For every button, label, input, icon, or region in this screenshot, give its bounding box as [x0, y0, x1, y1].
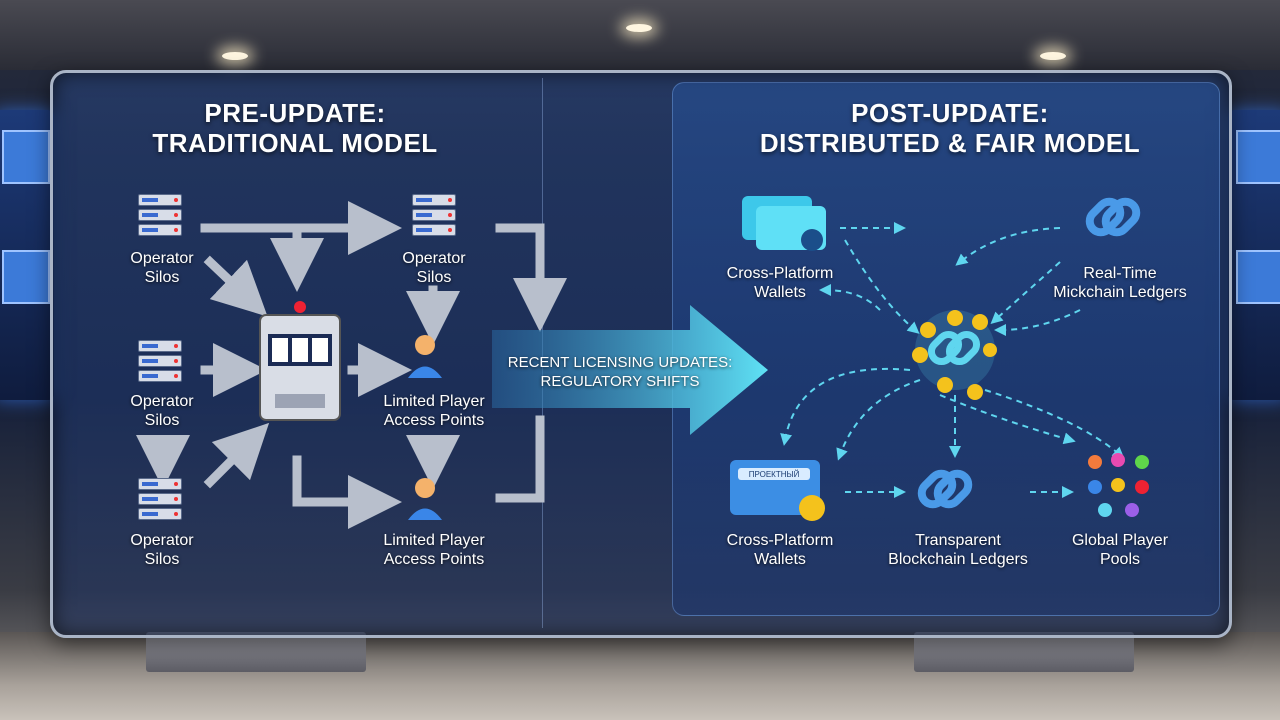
server-icon: [138, 478, 188, 523]
arrow: [203, 422, 270, 489]
display-stand: [146, 632, 366, 672]
arrow: [203, 255, 268, 317]
pre-update-title: PRE-UPDATE:TRADITIONAL MODEL: [152, 98, 438, 158]
chain-icon: [917, 469, 973, 509]
background-slot-machine: [0, 110, 54, 400]
post-update-title: POST-UPDATE:DISTRIBUTED & FAIR MODEL: [759, 98, 1141, 158]
post-update-pane: [672, 82, 1220, 616]
arrow: [292, 455, 402, 529]
ceiling-light: [626, 24, 652, 32]
server-icon: [138, 194, 188, 239]
ceiling-light: [222, 52, 248, 60]
player-icon: [408, 478, 442, 520]
card-text: ПРОЕКТНЫЙ: [748, 470, 800, 479]
traditional-arrows: [136, 201, 567, 529]
player-icon: [408, 335, 442, 378]
background-slot-machine: [1228, 110, 1280, 400]
player-pool-icon: [1088, 453, 1149, 517]
blockchain-hub: [912, 310, 997, 400]
ceiling: [0, 0, 1280, 70]
arrow: [495, 223, 567, 332]
ceiling-light: [1040, 52, 1066, 60]
server-icon: [412, 194, 462, 239]
slot-machine-icon: [259, 301, 341, 421]
wallet-icon: [742, 196, 826, 251]
chain-icon: [1085, 197, 1141, 237]
display-stand: [914, 632, 1134, 672]
transition-arrow: [492, 305, 768, 435]
server-icon: [138, 340, 188, 385]
transition-label: RECENT LICENSING UPDATES:REGULATORY SHIF…: [507, 354, 733, 390]
distributed-links: [780, 222, 1125, 498]
wallet-icon: [730, 460, 825, 521]
arrow: [495, 415, 545, 503]
